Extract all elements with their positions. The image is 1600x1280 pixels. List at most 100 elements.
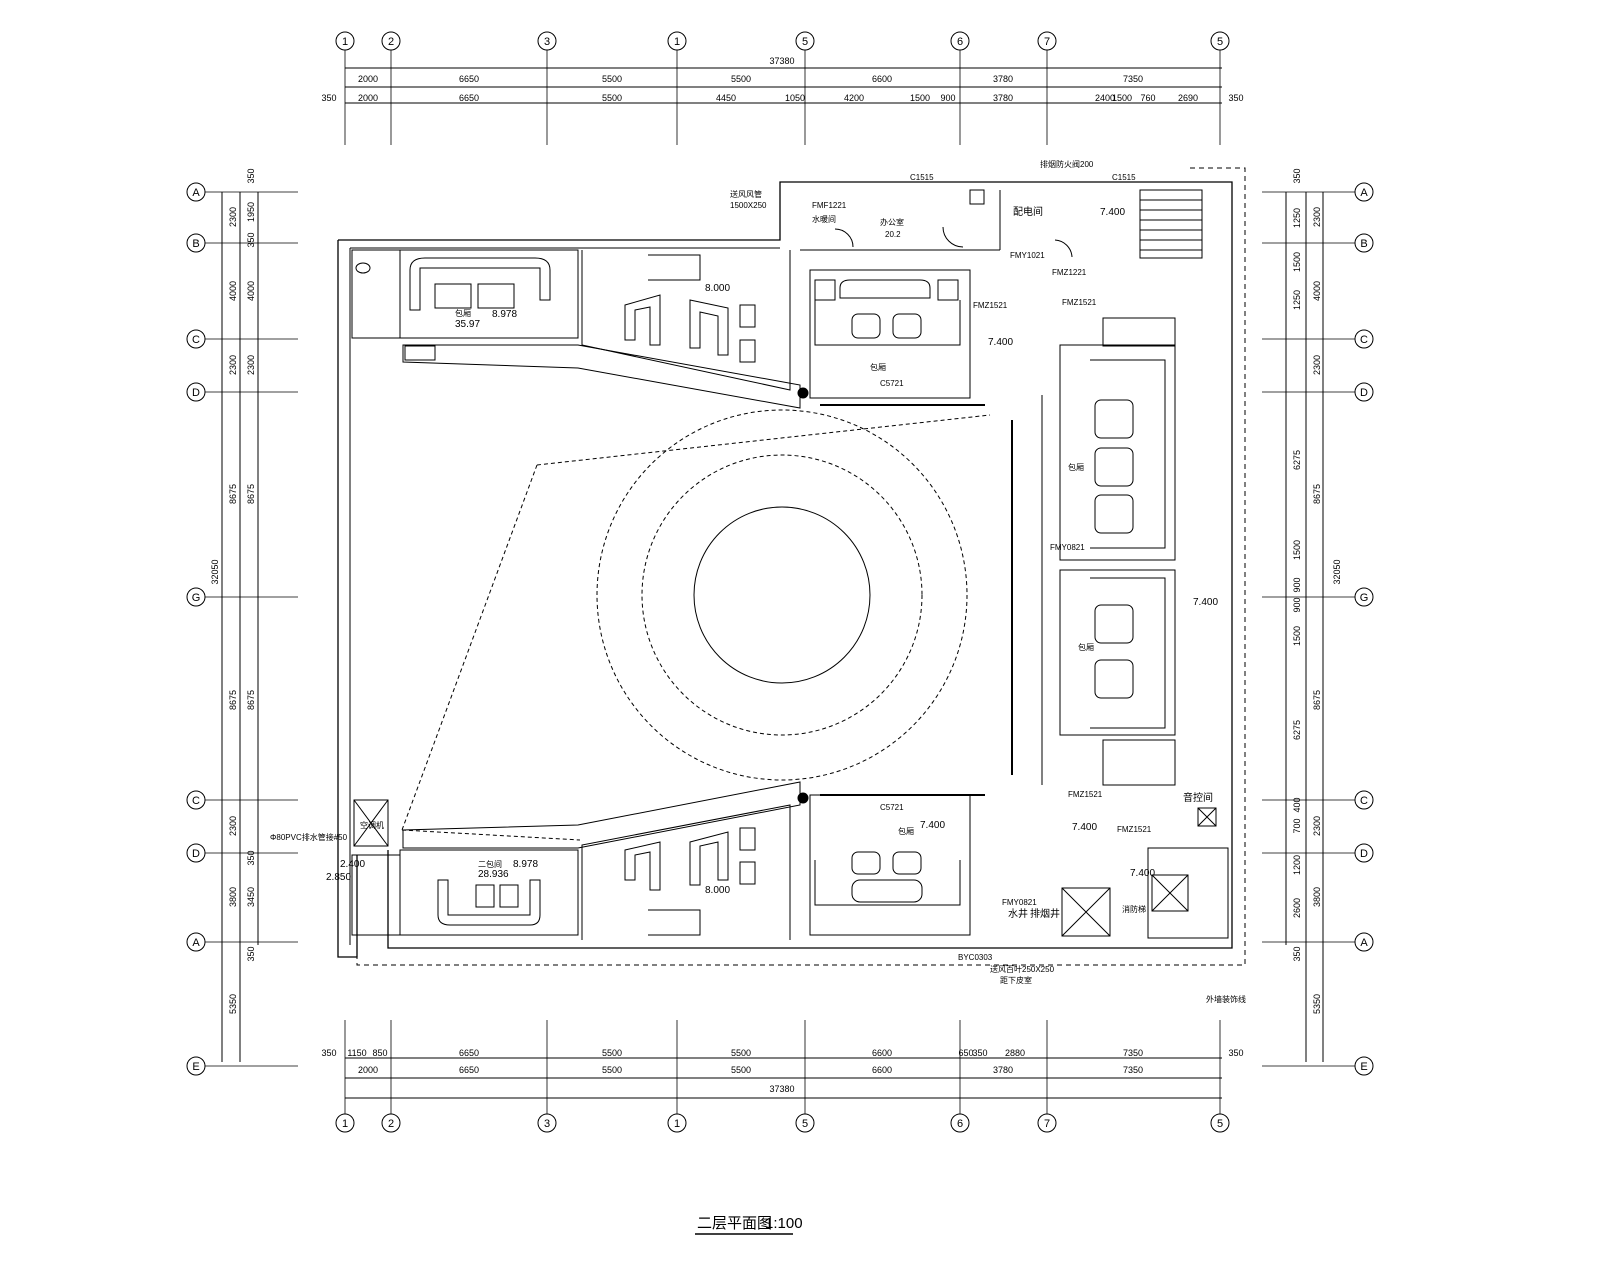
compressor-cross bbox=[353, 799, 389, 847]
duct-label: 送风风管 bbox=[730, 189, 762, 199]
axis-bubble-left-1-label: B bbox=[192, 238, 199, 250]
table-south bbox=[851, 879, 923, 903]
room-e2-label: 包厢 bbox=[1078, 642, 1094, 652]
dim-bottom-r1-3: 5500 bbox=[731, 1065, 751, 1075]
dim-top-r2-4: 4450 bbox=[716, 93, 736, 103]
stair-north bbox=[648, 254, 701, 281]
fmz1521-label-b: FMZ1521 bbox=[1062, 298, 1097, 307]
elevator-shaft bbox=[1061, 887, 1111, 937]
dim-top-r1-1: 6650 bbox=[459, 74, 479, 84]
level-8000-a: 8.000 bbox=[705, 283, 730, 294]
dim-bottom-r2-6: 6600 bbox=[872, 1048, 892, 1058]
dim-bottom-r1-2: 5500 bbox=[602, 1065, 622, 1075]
dim-bottom-r1-5: 3780 bbox=[993, 1065, 1013, 1075]
byc-label: BYC0303 bbox=[958, 953, 993, 962]
dim-right-outer-3: 8675 bbox=[1312, 484, 1322, 504]
axis-bubble-left-6-label: D bbox=[192, 848, 200, 860]
level-2850: 2.850 bbox=[326, 872, 351, 883]
axis-bubble-bottom-2-label: 3 bbox=[544, 1118, 550, 1130]
dim-right-total: 32050 bbox=[1332, 559, 1342, 584]
seat-s4 bbox=[739, 861, 756, 885]
fmy0821-label-b: FMY0821 bbox=[1002, 898, 1037, 907]
fixture-vip-2 bbox=[937, 279, 959, 301]
dim-top-r2-9: 3780 bbox=[993, 93, 1013, 103]
dim-bottom-r2-9: 2880 bbox=[1005, 1048, 1025, 1058]
seating-north-zone bbox=[581, 250, 791, 391]
chair-south-2 bbox=[892, 851, 922, 875]
dim-bottom-r2-0: 350 bbox=[321, 1048, 336, 1058]
duct-north bbox=[404, 345, 436, 361]
axis-bubble-right-0-label: A bbox=[1360, 187, 1368, 199]
c5721-label-b: C5721 bbox=[880, 803, 904, 812]
dim-bottom-r1-6: 7350 bbox=[1123, 1065, 1143, 1075]
smoke-shaft-cross bbox=[1151, 874, 1189, 912]
table-sw-1 bbox=[475, 884, 495, 908]
dim-left-outer-1: 4000 bbox=[228, 281, 238, 301]
level-7400-se: 7.400 bbox=[1072, 822, 1097, 833]
fmy1021-label: FMY1021 bbox=[1010, 251, 1045, 260]
dim-left-inner-1: 1950 bbox=[246, 202, 256, 222]
dim-right-outer-1: 4000 bbox=[1312, 281, 1322, 301]
fixture-top-room bbox=[969, 189, 985, 205]
axis-bubble-right-3-label: D bbox=[1360, 387, 1368, 399]
dim-top-r2-13: 2690 bbox=[1178, 93, 1198, 103]
axis-bubble-left-5-label: C bbox=[192, 795, 200, 807]
seat-block-n1 bbox=[624, 294, 661, 346]
sofa-vip-north bbox=[814, 300, 961, 346]
dim-left-total: 32050 bbox=[210, 559, 220, 584]
dim-top-r2-11: 1500 bbox=[1112, 93, 1132, 103]
fmy0821-label-a: FMY0821 bbox=[1050, 543, 1085, 552]
table-nw-1 bbox=[434, 283, 472, 309]
axis-bubble-top-6-label: 7 bbox=[1044, 36, 1050, 48]
seat-block-n2 bbox=[689, 299, 729, 356]
room-top-label: 办公室 bbox=[880, 217, 904, 227]
axis-bubble-right-2-label: C bbox=[1360, 334, 1368, 346]
axis-bubble-left-8-label: E bbox=[192, 1061, 199, 1073]
dim-left-inner-5: 8675 bbox=[246, 484, 256, 504]
dim-left-inner-3: 4000 bbox=[246, 281, 256, 301]
dim-bottom-r2-4: 5500 bbox=[602, 1048, 622, 1058]
dim-left-inner-4: 2300 bbox=[246, 355, 256, 375]
dim-left-outer-2: 2300 bbox=[228, 355, 238, 375]
dim-bottom-r1-1: 6650 bbox=[459, 1065, 479, 1075]
vent-note2: 距下皮室 bbox=[1000, 975, 1032, 985]
dim-left-inner-9: 350 bbox=[246, 946, 256, 961]
seat-block-s2 bbox=[689, 831, 729, 886]
dim-right-inner-4: 6275 bbox=[1292, 450, 1302, 470]
elevator-cross bbox=[1061, 887, 1111, 937]
dim-right-inner-5: 1500 bbox=[1292, 540, 1302, 560]
level-8978-a: 8.978 bbox=[492, 309, 517, 320]
vip-room-north bbox=[809, 269, 971, 399]
dim-bottom-r2-5: 5500 bbox=[731, 1048, 751, 1058]
level-7400-s: 7.400 bbox=[920, 820, 945, 831]
axis-bubble-left-7-label: A bbox=[192, 937, 200, 949]
building-inner-wall bbox=[349, 247, 780, 945]
dim-bottom-r1-0: 2000 bbox=[358, 1065, 378, 1075]
smoke-shaft-label: 排烟井 bbox=[1030, 907, 1060, 920]
room-sw-label: 二包间 bbox=[478, 859, 502, 869]
sofa-vip-top bbox=[839, 279, 931, 299]
axis-bubble-right-5-label: C bbox=[1360, 795, 1368, 807]
compressor-unit bbox=[353, 799, 389, 847]
table-sw-2 bbox=[499, 884, 519, 908]
outer-boundary-dashed bbox=[356, 167, 1246, 966]
dim-right-inner-10: 400 bbox=[1292, 797, 1302, 812]
dim-right-outer-2: 2300 bbox=[1312, 355, 1322, 375]
seating-south-zone bbox=[581, 804, 791, 940]
dim-right-inner-2: 1500 bbox=[1292, 252, 1302, 272]
fmz1521-label-c: FMZ1521 bbox=[1068, 790, 1103, 799]
axis-bubble-bottom-5-label: 6 bbox=[957, 1118, 963, 1130]
axis-bubble-right-8-label: E bbox=[1360, 1061, 1367, 1073]
dim-left-inner-6: 8675 bbox=[246, 690, 256, 710]
dim-left-inner-7: 350 bbox=[246, 850, 256, 865]
dim-right-inner-11: 700 bbox=[1292, 818, 1302, 833]
pillar-n bbox=[797, 387, 809, 399]
axis-bubble-left-0-label: A bbox=[192, 187, 200, 199]
sofa-east-2 bbox=[1090, 577, 1166, 729]
fmz1521-label-d: FMZ1521 bbox=[1117, 825, 1152, 834]
axis-bubble-top-0-label: 1 bbox=[342, 36, 348, 48]
dim-bottom-r2-3: 6650 bbox=[459, 1048, 479, 1058]
dim-right-inner-7: 900 bbox=[1292, 597, 1302, 612]
axis-bubble-left-4-label: G bbox=[192, 592, 201, 604]
